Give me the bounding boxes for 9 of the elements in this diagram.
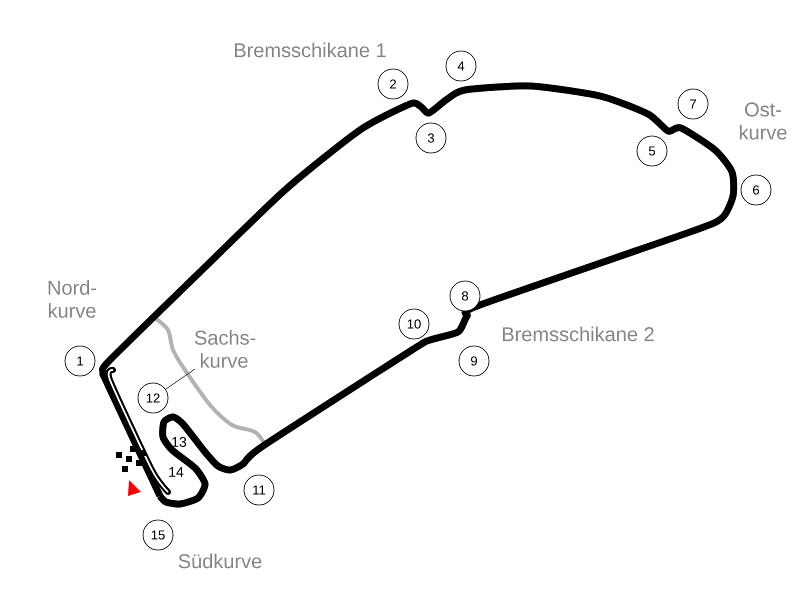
leader-line xyxy=(165,368,196,390)
turn-name: Südkurve xyxy=(178,554,262,568)
turn-name: Sachs- kurve xyxy=(194,330,256,368)
turn-name: Nord- kurve xyxy=(48,280,96,318)
turn-name: Ost- kurve xyxy=(740,102,787,140)
turn-name: Bremsschikane 2 xyxy=(502,326,654,342)
turn-number: 13 xyxy=(172,437,186,447)
turn-name: Bremsschikane 1 xyxy=(234,42,386,58)
turn-number: 14 xyxy=(169,467,184,477)
